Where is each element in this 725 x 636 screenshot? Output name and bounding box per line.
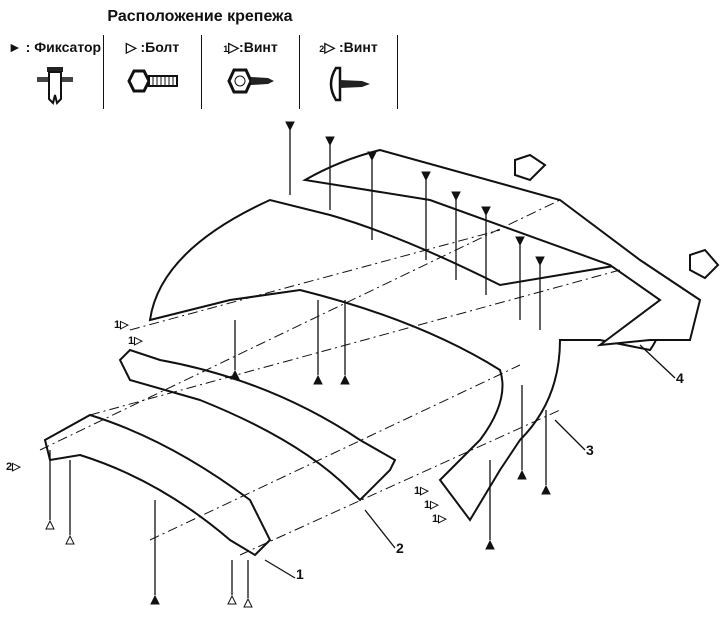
- clip-marker-icon: [541, 484, 551, 495]
- part-label-1: 1: [296, 566, 304, 582]
- clip-marker-icon: [340, 374, 350, 385]
- bolt-marker-icon: [65, 534, 75, 545]
- clip-marker-icon: [485, 539, 495, 550]
- clip-marker-icon: [325, 136, 335, 147]
- bumper-parts: [43, 148, 720, 557]
- screw1-callout: 1▷: [114, 319, 129, 331]
- screw1-callout: 1▷: [128, 335, 143, 347]
- clip-marker-icon: [481, 206, 491, 217]
- bolt-marker-icon: [227, 594, 237, 605]
- fastener-legend: ► : Фиксатор ▷ :Болт 1▷:Винт 2▷ :Винт: [6, 35, 398, 109]
- part-label-2: 2: [396, 540, 404, 556]
- legend-clip: ► : Фиксатор: [6, 35, 104, 109]
- diagram-title: Расположение крепежа: [107, 8, 293, 25]
- bumper-cover: [148, 198, 663, 522]
- fastener-markers: [45, 121, 551, 608]
- bumper-upper-trim: [302, 148, 702, 347]
- leader-lines: [49, 130, 676, 598]
- bolt-marker-icon: [243, 597, 253, 608]
- screw1-callout: 1▷: [432, 513, 447, 525]
- bolt-marker-icon: [45, 519, 55, 530]
- clip-marker-icon: [230, 369, 240, 380]
- clip-marker-icon: [515, 236, 525, 247]
- clip-marker-icon: [313, 374, 323, 385]
- assembly-lines: [39, 199, 621, 556]
- clip-marker-icon: [517, 469, 527, 480]
- side-bracket-left: [689, 248, 720, 280]
- legend-screw2: 2▷ :Винт: [300, 35, 398, 109]
- clip-fastener-icon: [36, 67, 73, 105]
- reinforcement-beam: [43, 413, 272, 557]
- screw1-callout: 1▷: [414, 485, 429, 497]
- part-label-4: 4: [676, 370, 684, 386]
- legend-bolt: ▷ :Болт: [104, 35, 202, 109]
- screw1-callout: 1▷: [424, 499, 439, 511]
- clip-marker-icon: [367, 151, 377, 162]
- clip-marker-icon: [535, 256, 545, 267]
- screw2-callout: 2▷: [6, 461, 21, 473]
- part-label-3: 3: [586, 442, 594, 458]
- screw-round-icon: [329, 66, 370, 102]
- clip-marker-icon: [451, 191, 461, 202]
- clip-marker-icon: [285, 121, 295, 132]
- clip-marker-icon: [421, 171, 431, 182]
- side-bracket-right: [514, 153, 547, 182]
- legend-screw1: 1▷:Винт: [202, 35, 300, 109]
- screw-hex-icon: [226, 68, 274, 94]
- bolt-icon: [126, 69, 178, 93]
- clip-marker-icon: [150, 594, 160, 605]
